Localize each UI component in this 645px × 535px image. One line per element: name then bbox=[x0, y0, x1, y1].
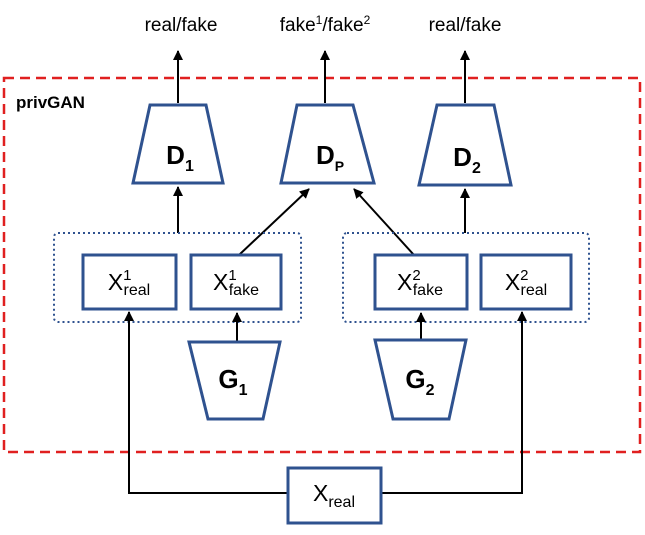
output-label-left: real/fake bbox=[145, 15, 218, 36]
data-group-2 bbox=[342, 232, 590, 323]
data-box-x1-fake bbox=[189, 253, 283, 311]
arrow-x2fake-dp bbox=[353, 188, 415, 256]
data-box-x2-real bbox=[479, 253, 573, 311]
privgan-label: privGAN bbox=[16, 93, 85, 112]
discriminator-d2-label: D2 bbox=[453, 142, 481, 177]
data-box-x1-real bbox=[81, 253, 178, 311]
data-box-x2-fake bbox=[373, 253, 469, 311]
data-group-1 bbox=[53, 232, 302, 323]
discriminator-d1 bbox=[131, 103, 225, 185]
generator-g2-label: G2 bbox=[405, 364, 434, 399]
arrow-xreal-x1real bbox=[124, 311, 288, 494]
discriminator-d1-label: D1 bbox=[166, 140, 194, 175]
discriminator-dp-label: DP bbox=[316, 140, 344, 174]
arrow-xreal-x2real bbox=[382, 311, 527, 494]
privgan-frame bbox=[2, 76, 642, 454]
data-box-x-real bbox=[286, 466, 383, 525]
output-label-middle: fake1/fake2 bbox=[280, 13, 371, 36]
generator-g1-label: G1 bbox=[218, 364, 247, 399]
generator-g1 bbox=[187, 340, 282, 421]
data-box-x-real-label: Xreal bbox=[313, 480, 355, 511]
discriminator-dp bbox=[279, 103, 376, 185]
arrow-x1fake-dp bbox=[238, 188, 310, 256]
discriminator-d2 bbox=[417, 103, 513, 187]
output-label-right: real/fake bbox=[429, 15, 502, 36]
generator-g2 bbox=[373, 338, 468, 421]
